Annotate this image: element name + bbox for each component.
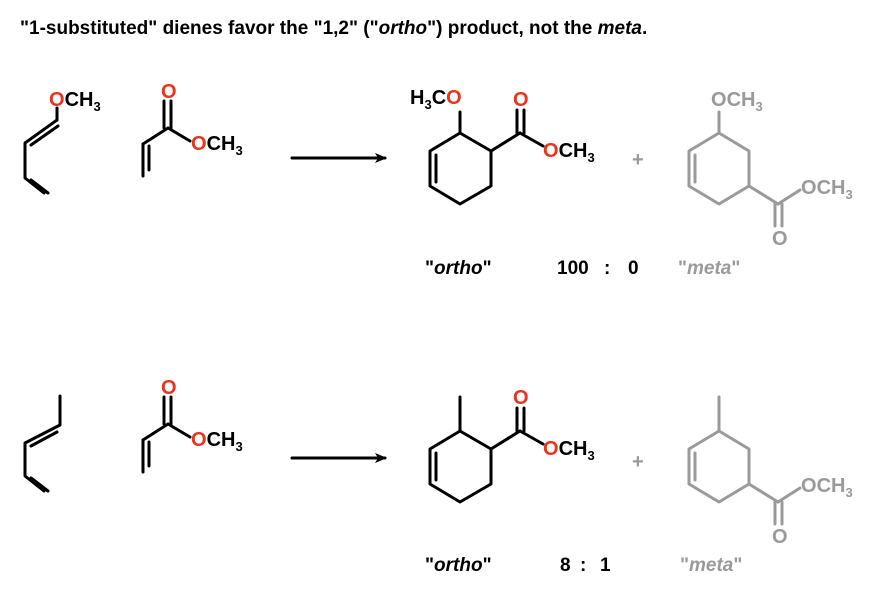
ring2-ester-bond	[489, 429, 522, 451]
meta-label-1: "meta"	[678, 258, 740, 279]
ester2-methoxy: OCH3	[191, 429, 243, 454]
minor-cyclohexene-ring	[687, 131, 751, 206]
meta-label-2: "meta"	[680, 555, 742, 576]
product-carbonyl-oxygen: O	[513, 89, 529, 111]
diene2-backbone	[23, 394, 62, 493]
diene-piperylene	[23, 394, 62, 493]
carbonyl2-oxygen: O	[161, 377, 177, 399]
ortho-product-2: O OCH3	[428, 387, 595, 504]
dienophile-methyl-acrylate-2: O OCH3	[141, 377, 243, 474]
diene2-double-bond-upper	[29, 430, 59, 448]
dienophile-methyl-acrylate: O OCH3	[141, 81, 243, 178]
minor2-ester-bond	[776, 486, 802, 504]
acrylate-c-c-bond	[141, 126, 170, 146]
minor2-carbonyl-oxygen: O	[772, 526, 788, 548]
page-title: "1-substituted" dienes favor the "1,2" (…	[20, 18, 647, 39]
minor-carbonyl-oxygen: O	[772, 228, 788, 250]
ratio-left-1: 100	[557, 258, 589, 279]
ratio-colon-1: :	[604, 258, 610, 279]
minor2-ester-methoxy: OCH3	[801, 475, 853, 500]
minor2-ring-ester-bond	[747, 482, 780, 504]
ratio-right-2: 1	[600, 555, 611, 576]
methoxy-group: OCH3	[49, 89, 101, 114]
diene2-double-bond-lower	[29, 476, 50, 493]
product2-ester-methoxy: OCH3	[543, 438, 595, 463]
minor-methoxy: OCH3	[711, 89, 763, 114]
minor-ring-ester-bond	[747, 184, 780, 206]
diene-double-bond-upper	[29, 124, 60, 147]
diene-double-bond-lower	[29, 178, 50, 195]
cyclohexene-ring	[428, 131, 493, 206]
product-ester-methoxy: OCH3	[543, 140, 595, 165]
meta-product-1: OCH3 OCH3 O	[687, 89, 853, 250]
diene-1-methoxybutadiene: OCH3	[23, 89, 101, 195]
minor-ester-bond	[776, 188, 802, 206]
ratio-left-2: 8	[560, 555, 571, 576]
ratio-right-1: 0	[628, 258, 639, 279]
ring-ester-bond	[489, 131, 522, 153]
carbonyl-oxygen: O	[161, 81, 177, 103]
minor-ester-methoxy: OCH3	[801, 177, 853, 202]
cyclohexene-ring-2	[428, 429, 493, 504]
methoxy-substituent: H3CO	[410, 87, 462, 112]
ester-methoxy: OCH3	[191, 133, 243, 158]
plus-sign-1: +	[632, 149, 644, 171]
ortho-label-2: "ortho"	[425, 555, 492, 576]
acrylate2-c-c-bond	[141, 422, 170, 442]
diene-backbone	[23, 118, 59, 195]
ester-bond	[166, 126, 192, 143]
ester2-bond	[166, 422, 192, 439]
ortho-label-1: "ortho"	[425, 258, 492, 279]
plus-sign-2: +	[632, 451, 644, 473]
ortho-product-1: H3CO O OCH3	[410, 87, 595, 206]
product-ester-bond	[518, 131, 545, 148]
product2-carbonyl-oxygen: O	[513, 387, 529, 409]
meta-product-2: OCH3 O	[687, 395, 853, 548]
product2-ester-bond	[518, 429, 545, 446]
ratio-colon-2: :	[580, 555, 586, 576]
minor-ring-2	[687, 429, 751, 504]
